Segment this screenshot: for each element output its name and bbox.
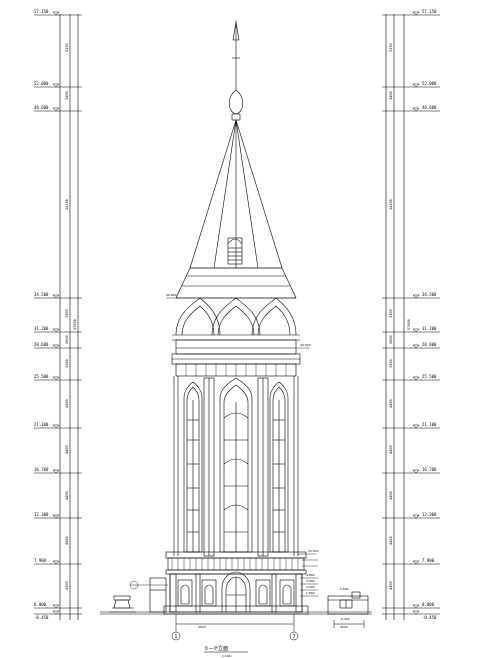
dimension-value: 3300 <box>65 309 69 318</box>
plinth-dimension: 4500 <box>340 625 348 629</box>
dimension-value: 3100 <box>65 359 69 368</box>
window-column-right <box>269 381 289 553</box>
level-label: 52.000 <box>422 81 437 86</box>
callout-labels: 40.600 29.500 25.500 4.800 3.800 3.600 1… <box>166 293 350 621</box>
dimension-value: 3400 <box>65 91 69 100</box>
dimension-value: 4400 <box>389 536 393 545</box>
level-label: 48.600 <box>422 105 437 110</box>
callout-label: -0.450 <box>340 617 350 621</box>
dimension-value: 4400 <box>65 491 69 500</box>
left-dimension-chain <box>34 11 82 620</box>
dimension-value: 14100 <box>389 199 393 210</box>
tower-shaft <box>173 376 299 557</box>
planter-left <box>110 595 136 613</box>
dimension-value: 4400 <box>389 445 393 454</box>
level-label: 7.900 <box>34 558 47 563</box>
level-label: 57.150 <box>34 9 49 14</box>
dimension-value: 4400 <box>389 399 393 408</box>
callout-label: 3.600 <box>306 585 315 589</box>
level-label: 57.150 <box>422 9 437 14</box>
dimension-value: 3300 <box>389 309 393 318</box>
dimension-value: 3100 <box>389 359 393 368</box>
level-label: 16.700 <box>422 467 437 472</box>
grid-axes <box>171 614 365 641</box>
level-label: 21.100 <box>422 422 437 427</box>
axis-bubble-7: 7 <box>292 634 295 640</box>
callout-label: 0.600 <box>340 587 349 591</box>
level-label: 31.200 <box>422 326 437 331</box>
dimension-value: 5150 <box>389 43 393 52</box>
dimension-value: 4400 <box>389 491 393 500</box>
window-column-center <box>219 377 253 553</box>
level-label: 34.500 <box>422 292 437 297</box>
callout-label: 25.500 <box>308 549 319 553</box>
level-label: -0.450 <box>34 615 49 620</box>
dimension-value: 4300 <box>389 581 393 590</box>
right-dimension-chain <box>382 11 440 620</box>
level-label: 31.200 <box>34 326 49 331</box>
level-label: 28.600 <box>34 342 49 347</box>
dimension-value: 4300 <box>65 581 69 590</box>
right-level-labels: 57.150 52.000 48.600 34.500 31.200 28.60… <box>422 9 437 620</box>
level-label: 25.500 <box>34 374 49 379</box>
dimension-value: 5150 <box>65 43 69 52</box>
drawing-scale: 1:100 <box>222 654 231 658</box>
level-label: 28.600 <box>422 342 437 347</box>
annex-left <box>149 577 167 613</box>
window-column-left <box>183 381 203 553</box>
crown-gables <box>171 297 301 377</box>
level-label: 0.000 <box>34 602 47 607</box>
annex-right <box>327 591 369 615</box>
callout-ticks <box>129 297 318 597</box>
drawing-title: ①—⑦立面 <box>204 645 228 652</box>
dimension-value: 2600 <box>65 335 69 344</box>
dimension-value: 4400 <box>65 536 69 545</box>
level-label: -0.450 <box>422 615 437 620</box>
level-label: 21.100 <box>34 422 49 427</box>
callout-label: 29.500 <box>300 343 311 347</box>
callout-label: 4.800 <box>306 573 315 577</box>
base-dimension: 4500 <box>198 625 206 629</box>
right-dimension-values: 5150 3400 14100 3300 2600 3100 4400 4400… <box>389 43 411 590</box>
dimension-value: 14100 <box>65 199 69 210</box>
level-label: 25.500 <box>422 374 437 379</box>
level-label: 12.300 <box>34 512 49 517</box>
callout-label: 40.600 <box>166 293 177 297</box>
dimension-value: 2600 <box>389 335 393 344</box>
level-label: 34.500 <box>34 292 49 297</box>
dimension-value: 3400 <box>389 91 393 100</box>
left-dimension-values: 5150 3400 14100 3300 2600 3100 4400 4400… <box>65 43 77 590</box>
level-label: 48.600 <box>34 105 49 110</box>
callout-label: 3.800 <box>306 579 315 583</box>
dimension-value: 4400 <box>65 399 69 408</box>
callout-label: 1.800 <box>306 591 315 595</box>
level-label: 7.900 <box>422 558 435 563</box>
dimension-overall: 57600 <box>73 319 77 330</box>
dimension-overall: 57600 <box>407 319 411 330</box>
finial <box>228 20 244 121</box>
dimension-value: 4400 <box>65 445 69 454</box>
level-label: 0.000 <box>422 602 435 607</box>
level-label: 16.700 <box>34 467 49 472</box>
level-label: 52.000 <box>34 81 49 86</box>
plinth <box>100 605 372 615</box>
left-level-labels: 57.150 52.000 48.600 34.500 31.200 28.60… <box>34 9 49 620</box>
spire-roof <box>175 118 297 299</box>
level-label: 12.300 <box>422 512 437 517</box>
balcony <box>165 551 307 575</box>
axis-bubble-1: 1 <box>174 634 177 640</box>
